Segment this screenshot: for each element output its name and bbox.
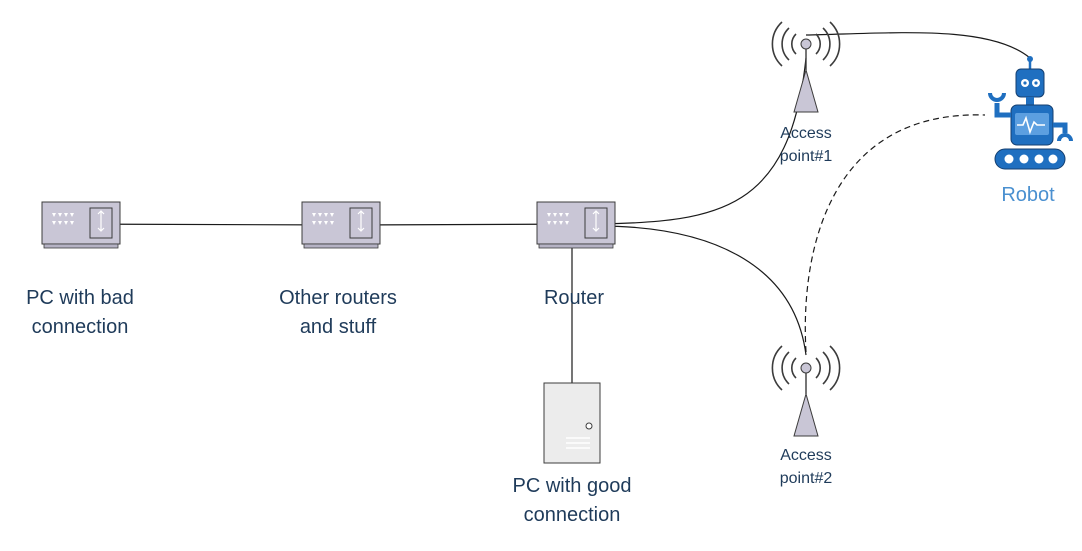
other-routers-label-line-1: Other routers bbox=[279, 287, 397, 309]
router-switch-icon bbox=[536, 201, 616, 249]
access-point-1-antenna-icon bbox=[771, 21, 841, 113]
ap1-label-line-1: Access bbox=[780, 125, 832, 142]
server-tower-icon bbox=[543, 382, 601, 464]
router-label-line-1: Router bbox=[543, 287, 605, 309]
access-point-2-antenna-icon bbox=[771, 345, 841, 437]
pc-bad-label: PC with bad connection bbox=[0, 284, 160, 342]
other-routers-switch-icon bbox=[301, 201, 381, 249]
link-ap2-to-robot-dashed bbox=[804, 114, 986, 353]
pc-good-label: PC with good connection bbox=[482, 472, 662, 530]
robot-label: Robot bbox=[978, 181, 1078, 210]
link-ap1-to-robot bbox=[805, 32, 1031, 59]
pc-good-label-line-2: connection bbox=[523, 504, 621, 526]
pc-bad-label-line-2: connection bbox=[31, 316, 129, 338]
ap2-label: Access point#2 bbox=[756, 444, 856, 490]
connection-lines bbox=[57, 32, 1031, 420]
ap2-label-line-1: Access bbox=[780, 447, 832, 464]
other-routers-label: Other routers and stuff bbox=[248, 284, 428, 342]
ap2-label-line-2: point#2 bbox=[779, 470, 833, 487]
pc-bad-switch-icon bbox=[41, 201, 121, 249]
pc-bad-label-line-1: PC with bad bbox=[26, 287, 134, 309]
pc-good-label-line-1: PC with good bbox=[512, 475, 632, 497]
ap1-label-line-2: point#1 bbox=[779, 148, 833, 165]
ap1-label: Access point#1 bbox=[756, 122, 856, 168]
robot-label-line-1: Robot bbox=[1001, 184, 1055, 206]
router-label: Router bbox=[504, 284, 644, 313]
other-routers-label-line-2: and stuff bbox=[299, 316, 377, 338]
link-router-to-ap2 bbox=[597, 225, 807, 356]
robot-icon bbox=[988, 56, 1073, 170]
